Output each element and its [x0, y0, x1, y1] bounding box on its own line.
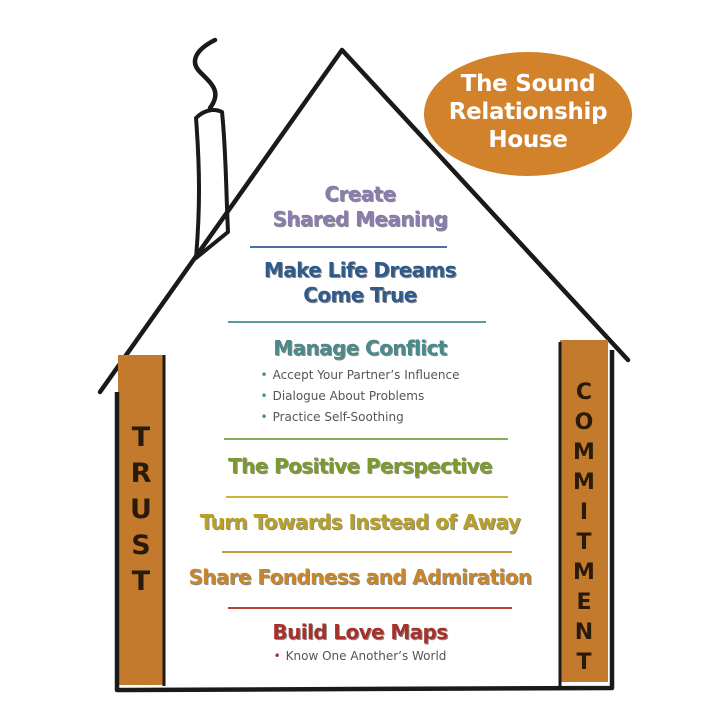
pillar-letter: R — [130, 458, 152, 489]
level-title: Manage Conflict — [273, 336, 447, 360]
level-title: Build Love Maps — [272, 620, 448, 644]
pillar-letter: E — [576, 590, 592, 615]
level-title: Turn Towards Instead of Away — [199, 510, 521, 534]
house-level: The Positive Perspective — [150, 454, 570, 479]
bullet-text: Accept Your Partner’s Influence — [272, 368, 460, 382]
pillar-letter: C — [575, 380, 593, 405]
pillar-letter: T — [576, 650, 592, 675]
level-bullet: • Practice Self-Soothing — [261, 407, 460, 428]
pillar-letter: T — [131, 566, 151, 597]
house-level: Share Fondness and Admiration — [150, 565, 570, 590]
level-divider — [224, 438, 508, 440]
pillar-letter: O — [574, 410, 594, 435]
level-bullet: • Know One Another’s World — [274, 646, 447, 667]
pillar-letter: U — [130, 494, 152, 525]
bullet-dot-icon: • — [273, 649, 281, 663]
level-divider — [250, 246, 447, 248]
level-bullet-list: • Accept Your Partner’s Influence • Dialogu… — [261, 365, 460, 428]
title-badge-text: The Sound Relationship House — [448, 71, 608, 153]
pillar-letter: M — [573, 440, 595, 465]
pillar-left — [118, 355, 164, 685]
level-bullet: • Accept Your Partner’s Influence — [261, 365, 460, 386]
pillar-letter: I — [579, 500, 589, 525]
level-title: Create Shared Meaning — [272, 182, 448, 231]
house-level: Manage Conflict • Accept Your Partner’s In… — [150, 336, 570, 428]
pillar-letter: T — [131, 422, 151, 453]
level-bullet-list: • Know One Another’s World — [274, 646, 447, 667]
title-badge — [424, 52, 632, 176]
house-level: Turn Towards Instead of Away — [150, 510, 570, 535]
house-level: Build Love Maps • Know One Another’s World — [150, 620, 570, 667]
pillar-letter: T — [576, 530, 592, 555]
bullet-text: Know One Another’s World — [285, 649, 447, 663]
bullet-dot-icon: • — [260, 389, 268, 403]
house-level: Create Shared Meaning — [150, 182, 570, 232]
level-divider — [226, 496, 508, 498]
bullet-text: Dialogue About Problems — [272, 389, 425, 403]
pillar-letter: M — [573, 470, 595, 495]
pillar-right — [560, 340, 608, 682]
level-title: Share Fondness and Admiration — [188, 565, 532, 589]
chimney-smoke — [192, 37, 218, 111]
level-divider — [228, 607, 512, 609]
bullet-text: Practice Self-Soothing — [272, 410, 404, 424]
level-title: Make Life Dreams Come True — [263, 258, 457, 307]
level-bullet: • Dialogue About Problems — [261, 386, 460, 407]
roof-line — [97, 47, 631, 395]
bullet-dot-icon: • — [260, 368, 268, 382]
house-level: Make Life Dreams Come True — [150, 258, 570, 308]
level-divider — [222, 551, 512, 553]
level-divider — [228, 321, 486, 323]
pillar-letter: N — [574, 620, 594, 645]
pillar-letter: M — [573, 560, 595, 585]
bullet-dot-icon: • — [260, 410, 268, 424]
house-walls — [114, 350, 615, 693]
pillar-letter: S — [131, 530, 151, 561]
level-title: The Positive Perspective — [228, 454, 493, 478]
